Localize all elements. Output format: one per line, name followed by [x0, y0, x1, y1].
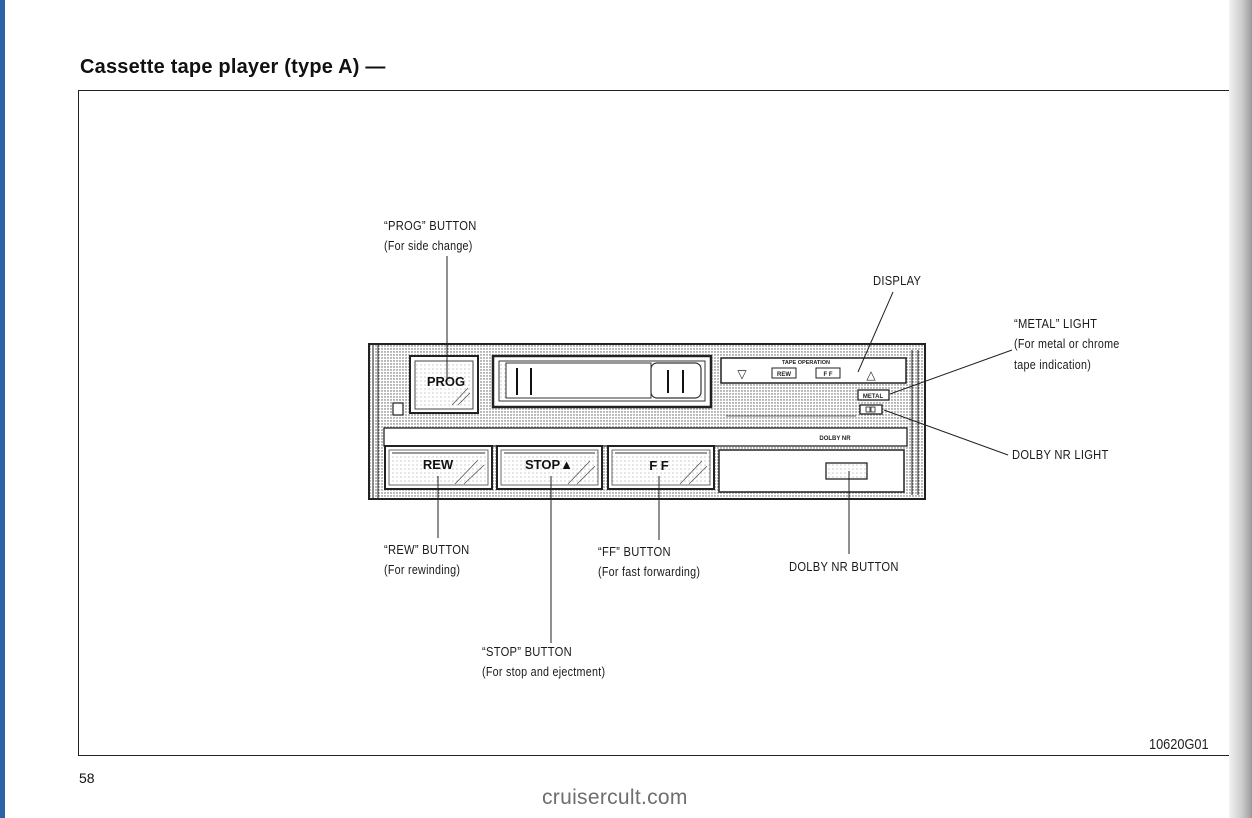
dolby-double-d-icon — [865, 406, 871, 413]
callout-dolby-light: DOLBY NR LIGHT — [1012, 444, 1109, 465]
callout-rew-title: “REW” BUTTON — [384, 542, 470, 557]
callout-prog-desc: (For side change) — [384, 239, 473, 253]
svg-text:REW: REW — [777, 372, 791, 378]
callout-dolby-light-title: DOLBY NR LIGHT — [1012, 447, 1109, 462]
callout-prog: “PROG” BUTTON (For side change) — [384, 215, 477, 257]
dolby-nr-button[interactable] — [718, 449, 905, 493]
svg-text:F F: F F — [824, 372, 833, 378]
stop-button-label: STOP▲ — [525, 457, 573, 472]
page-edge-left — [0, 0, 5, 818]
ff-button-label: F F — [649, 458, 669, 473]
page-edge-right — [1229, 0, 1252, 818]
callout-rew-desc: (For rewinding) — [384, 563, 461, 577]
page-title: Cassette tape player (type A) — — [80, 56, 386, 78]
callout-ff-title: “FF” BUTTON — [598, 544, 671, 559]
power-indicator — [392, 402, 404, 416]
ff-button[interactable]: F F — [607, 445, 715, 490]
callout-metal: “METAL” LIGHT (For metal or chrome tape … — [1014, 313, 1120, 376]
page-number: 58 — [79, 770, 95, 786]
metal-light-label: METAL — [863, 394, 884, 400]
dolby-nr-light — [859, 404, 883, 415]
leader-dolby-light — [883, 409, 1009, 456]
stop-button[interactable]: STOP▲ — [496, 445, 603, 490]
metal-light: METAL — [857, 389, 890, 401]
callout-ff-desc: (For fast forwarding) — [598, 565, 701, 579]
cassette-window — [491, 354, 713, 409]
callout-ff: “FF” BUTTON (For fast forwarding) — [598, 541, 700, 583]
tape-rew-indicator — [771, 367, 797, 379]
rew-button-label: REW — [423, 457, 454, 472]
callout-rew: “REW” BUTTON (For rewinding) — [384, 539, 469, 581]
up-arrow-icon: △ — [866, 368, 876, 382]
callout-stop-title: “STOP” BUTTON — [482, 644, 572, 659]
leader-lines — [437, 256, 1013, 643]
tape-operation-label: TAPE OPERATION — [782, 360, 830, 366]
callout-dolby-button: DOLBY NR BUTTON — [789, 556, 899, 577]
prog-button-label: PROG — [427, 374, 465, 389]
leader-metal — [889, 349, 1013, 395]
figure-frame — [78, 90, 1229, 756]
callout-stop-desc: (For stop and ejectment) — [482, 665, 606, 679]
dolby-nr-strip-label: DOLBY NR — [819, 436, 851, 442]
prog-button[interactable]: PROG — [409, 355, 479, 414]
callout-metal-desc2: tape indication) — [1014, 358, 1092, 372]
callout-metal-desc1: (For metal or chrome — [1014, 337, 1120, 351]
lower-strip: DOLBY NR — [383, 427, 908, 447]
callout-display-title: DISPLAY — [873, 273, 922, 288]
callout-prog-title: “PROG” BUTTON — [384, 218, 477, 233]
callout-stop: “STOP” BUTTON (For stop and ejectment) — [482, 641, 605, 683]
callout-metal-title: “METAL” LIGHT — [1014, 316, 1098, 331]
display-area: TAPE OPERATION ▽ REW F F △ — [720, 357, 907, 384]
leader-display — [857, 291, 894, 373]
down-arrow-icon: ▽ — [737, 367, 747, 381]
doc-code: 10620G01 — [1149, 736, 1209, 753]
tape-ff-indicator — [815, 367, 841, 379]
callout-dolby-button-title: DOLBY NR BUTTON — [789, 559, 899, 574]
callout-display: DISPLAY — [873, 270, 921, 291]
watermark: cruisercult.com — [542, 786, 688, 809]
